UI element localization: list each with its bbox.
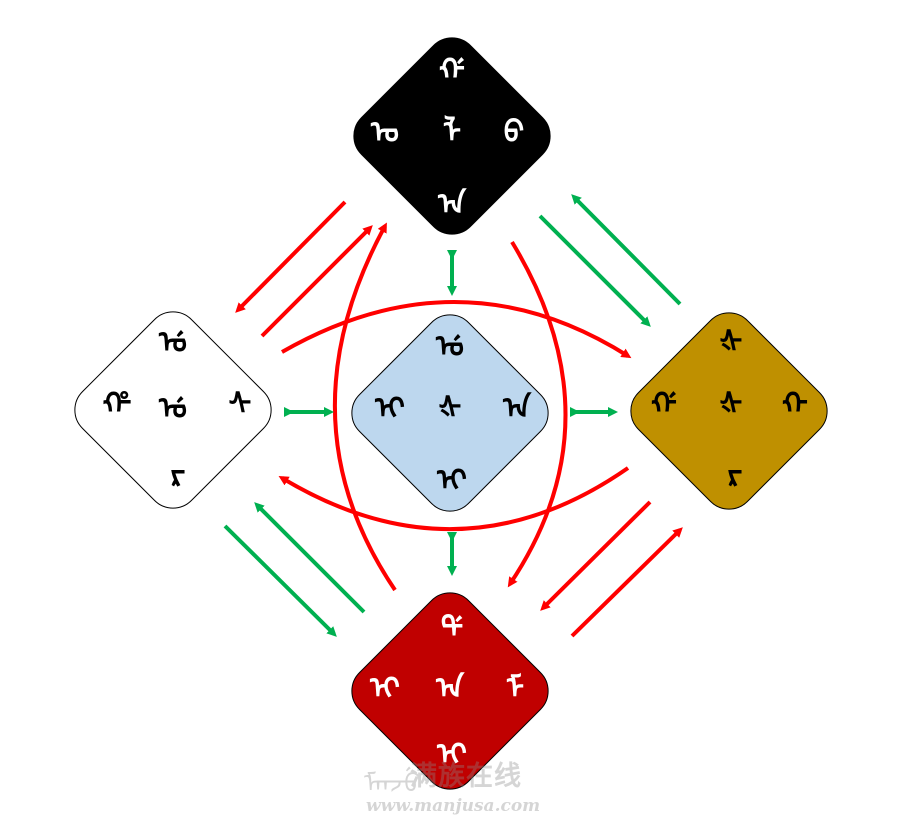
center-glyph-north: ᡠ bbox=[435, 329, 464, 364]
watermark-script: ᠮᠠᠨᠵᡠ bbox=[364, 769, 422, 799]
right-glyph-center: ᡧ bbox=[720, 387, 743, 422]
diamond-left bbox=[74, 311, 272, 509]
bottom-glyph-south: ᡳ bbox=[436, 737, 467, 772]
arrow-right-to-bottom bbox=[540, 500, 652, 611]
red-arcs bbox=[278, 222, 632, 592]
center-glyph-east: ᠠ bbox=[502, 391, 532, 426]
watermark-title: 满族在线 bbox=[410, 761, 522, 792]
diamond-top bbox=[353, 37, 551, 235]
top-glyphs: ᡤ ᠣ ᠯ ᠪ ᠠ bbox=[370, 53, 524, 222]
arc-bottom-to-top bbox=[332, 222, 397, 592]
arrow-bottom-to-left bbox=[254, 502, 366, 614]
left-glyph-south: ᡵ bbox=[171, 457, 186, 492]
bottom-glyph-east: ᠮ bbox=[506, 671, 524, 706]
center-glyph-center: ᡧ bbox=[439, 391, 462, 426]
red-arrows bbox=[235, 200, 683, 638]
arrow-bottom-to-right bbox=[570, 527, 683, 638]
left-glyph-north: ᡠ bbox=[158, 325, 187, 360]
right-glyph-west: ᡤ bbox=[651, 387, 677, 422]
top-glyph-west: ᠣ bbox=[370, 115, 399, 150]
top-glyph-east: ᠪ bbox=[504, 115, 524, 150]
right-glyph-north: ᡧ bbox=[720, 325, 743, 360]
center-glyph-west: ᡳ bbox=[374, 391, 405, 426]
center-glyphs: ᡠ ᡳ ᡧ ᠠ ᡳ bbox=[374, 329, 532, 498]
arc-top-to-bottom bbox=[507, 240, 568, 588]
bottom-glyphs: ᡩ ᡳ ᠠ ᠮ ᡳ bbox=[369, 611, 524, 772]
left-glyph-west: ᡥ bbox=[103, 387, 132, 422]
bottom-glyph-north: ᡩ bbox=[441, 611, 463, 646]
right-glyphs: ᡧ ᡤ ᡧ ᡴ ᡵ bbox=[651, 325, 808, 492]
bottom-glyph-west: ᡳ bbox=[369, 671, 400, 706]
top-glyph-south: ᠠ bbox=[437, 187, 467, 222]
arc-right-to-left bbox=[278, 466, 630, 531]
arrow-top-to-left bbox=[235, 200, 347, 313]
arrow-left-to-top bbox=[260, 225, 373, 338]
right-glyph-south: ᡵ bbox=[728, 457, 743, 492]
arc-left-to-right bbox=[281, 300, 632, 359]
center-glyph-south: ᡳ bbox=[436, 463, 467, 498]
watermark-url: www.manjusa.com bbox=[366, 796, 541, 816]
arrow-right-to-top bbox=[571, 194, 682, 306]
left-glyphs: ᡠ ᡥ ᡠ ᠰ ᡵ bbox=[103, 325, 252, 492]
green-arrows bbox=[223, 194, 682, 637]
diamond-bottom bbox=[351, 592, 549, 790]
bottom-glyph-center: ᠠ bbox=[435, 671, 465, 706]
diamond-right bbox=[630, 312, 828, 510]
left-glyph-center: ᡠ bbox=[158, 391, 187, 426]
top-glyph-center: ᠯ bbox=[443, 114, 461, 150]
left-glyph-east: ᠰ bbox=[229, 387, 252, 422]
arrow-left-to-bottom bbox=[223, 524, 337, 637]
watermark: ᠮᠠᠨᠵᡠ 满族在线 www.manjusa.com bbox=[362, 752, 562, 824]
diamond-center bbox=[351, 314, 549, 512]
top-glyph-north: ᡤ bbox=[439, 53, 465, 88]
green-double-arrows bbox=[284, 250, 618, 576]
arrow-top-to-right bbox=[538, 214, 651, 327]
right-glyph-east: ᡴ bbox=[782, 387, 808, 422]
